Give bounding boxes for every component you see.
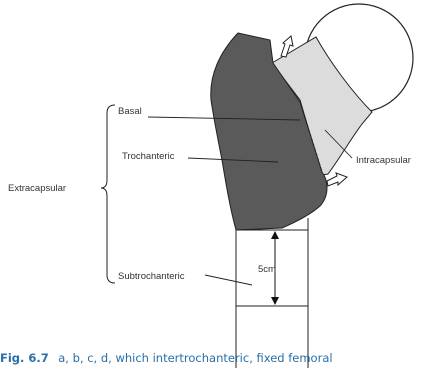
figure-caption: Fig. 6.7 a, b, c, d, which intertrochant…: [0, 349, 333, 366]
lower-open-arrow-icon: [327, 173, 347, 186]
label-intracapsular: Intracapsular: [356, 155, 411, 166]
label-subtrochanteric: Subtrochanteric: [118, 271, 185, 282]
label-basal: Basal: [118, 106, 142, 117]
subtrochanteric-leader-line: [205, 275, 252, 285]
extracapsular-bracket: [101, 105, 115, 283]
label-extracapsular: Extracapsular: [8, 183, 66, 194]
caption-text: a, b, c, d, which intertrochanteric, fix…: [58, 351, 332, 365]
label-five-cm: 5cm: [258, 264, 276, 275]
femoral-shaft: [236, 218, 308, 368]
caption-label: Fig. 6.7: [0, 351, 49, 365]
label-trochanteric: Trochanteric: [122, 151, 175, 162]
measure-arrow-down-icon: [271, 297, 279, 305]
measure-arrow-up-icon: [271, 231, 279, 239]
